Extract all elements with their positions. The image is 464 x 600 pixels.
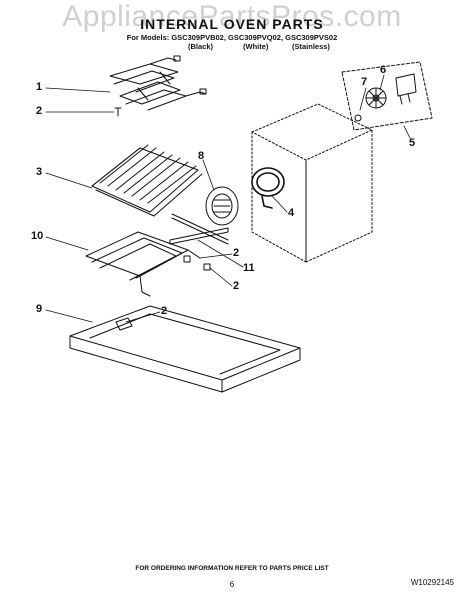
fan-nut [354,114,362,122]
bottom-panel [69,305,301,393]
model-col-white: (White) [243,42,269,51]
callout-4: 4 [288,207,295,219]
callout-5: 5 [409,137,416,149]
watermark: AppliancePartsPros.com [62,0,402,33]
document-code: W10292145 [410,578,454,587]
bake-element [85,231,201,297]
fan-motor [395,73,417,105]
callout-10: 10 [31,230,44,242]
page-number: 6 [229,580,235,589]
rod [171,213,229,245]
model-col-black: (Black) [188,42,214,51]
callout-2-rod: 2 [233,280,240,292]
broil-element [109,55,207,111]
fan-cover [205,186,239,226]
leader-lines [45,74,411,323]
ordering-note: FOR ORDERING INFORMATION REFER TO PARTS … [135,565,329,572]
callout-11: 11 [243,262,255,274]
callout-3: 3 [36,166,43,178]
page-title: INTERNAL OVEN PARTS [140,16,324,32]
callout-9: 9 [36,303,43,315]
models-line: For Models: GSC309PVB02, GSC309PVQ02, GS… [126,33,338,42]
fan-blade [365,87,387,109]
screw-1 [114,107,122,117]
callout-8: 8 [198,150,205,162]
callout-1: 1 [36,81,43,93]
callout-2-screw: 2 [36,105,43,117]
callout-2-bracket: 2 [233,247,240,259]
convection-element [251,167,285,209]
oven-rack [91,144,203,217]
callout-6: 6 [380,64,387,76]
callout-7: 7 [361,76,368,88]
model-col-stainless: (Stainless) [292,42,330,51]
callout-2-panel: 2 [161,305,168,317]
fan-motor-box [341,61,433,131]
element-bracket [169,227,229,271]
